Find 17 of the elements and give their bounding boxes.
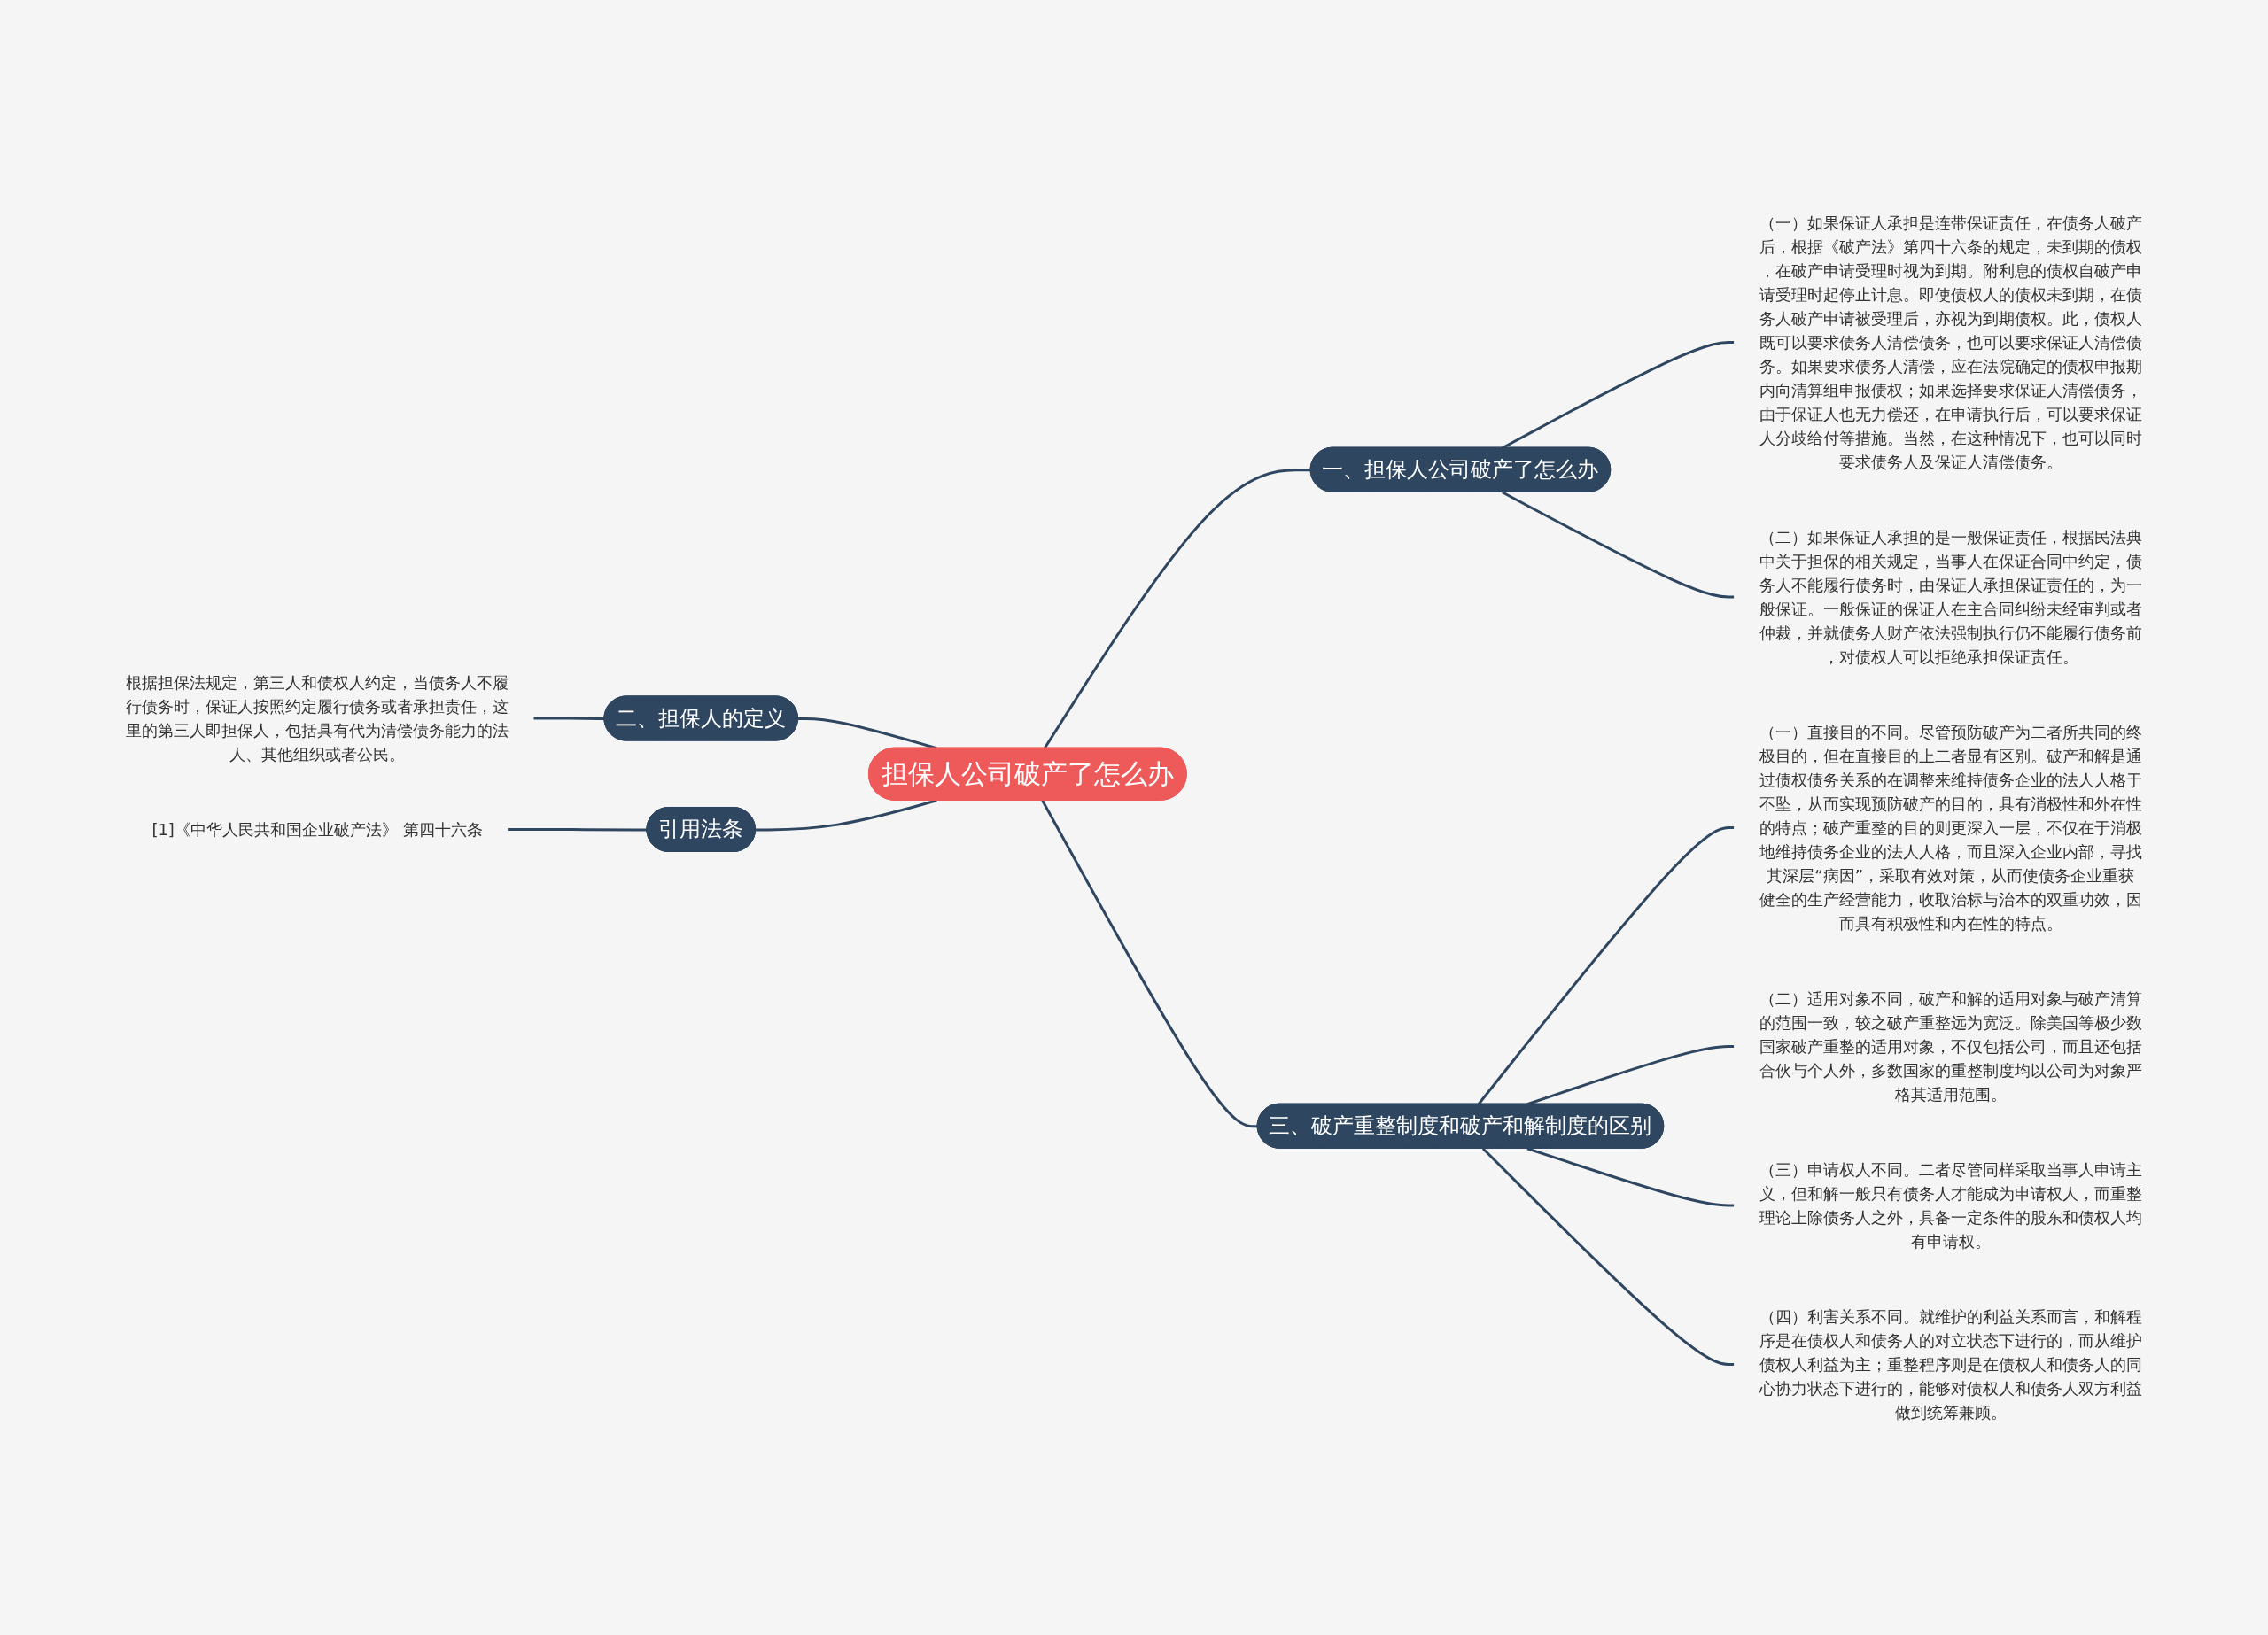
node-text: （四）利害关系不同。就维护的利益关系而言，和解程序是在债权人和债务人的对立状态下进行的，而从维护债权人利益为主；重整程序则是在债权人和债务人的同心协力状态下进行的，能够对债权人和债务人双方利益做到统筹兼顾。 — [1759, 1306, 2142, 1422]
node-text: [1]《中华人民共和国企业破产法》 第四十六条 — [151, 819, 483, 839]
connector — [1482, 1147, 1735, 1366]
connector — [1044, 469, 1311, 749]
node-text: （三）申请权人不同。二者尽管同样采取当事人申请主义，但和解一般只有债务人才能成为申请权人，而重整理论上除债务人之外，具备一定条件的股东和债权人均有申请权。 — [1759, 1159, 2142, 1251]
connector — [756, 799, 937, 832]
connector — [507, 828, 648, 832]
node-text: （二）如果保证人承担的是一般保证责任，根据民法典中关于担保的相关规定，当事人在保证合同中约定，债务人不能履行债务时，由保证人承担保证责任的，为一般保证。一般保证的保证人在主合同纠纷未经审判或者仲裁，并就债务人财产依法强制执行仍不能履行债务前，对债权人可以拒绝承担保证责任。 — [1759, 528, 2142, 666]
node-text: （一）如果保证人承担是连带保证责任，在债务人破产后，根据《破产法》第四十六条的规定，未到期的债权，在破产申请受理时视为到期。附利息的债权自破产申请受理时起停止计息。即使债权人的债权未到期，在债务人破产申请被受理后，亦视为到期债权。此，债权人既可以要求债务人清偿债务，也可以要求保证人清偿债务。如果要求债务人清偿，应在法院确定的债权申报期内向清算组申报债权；如果选择要求保证人清偿债务，由于保证人也无力偿还，在申请执行后，可以要求保证人分歧给付等措施。当然，在这种情况下，也可以同时要求债务人及保证人清偿债务。 — [1759, 213, 2142, 471]
connector — [1477, 826, 1735, 1105]
node-text: （一）直接目的不同。尽管预防破产为二者所共同的终极目的，但在直接目的上二者显有区别。破产和解是通过债权债务关系的在调整来维持债务企业的法人人格于不坠，从而实现预防破产的目的，具有消极性和外在性的特点；破产重整的目的则更深入一层，不仅在于消极地维持债务企业的法人人格，而且深入企业内部，寻找其深层“病因”，采取有效对策，从而使债务企业重获健全的生产经营能力，收取治标与治本的双重功效，因而具有积极性和内在性的特点。 — [1759, 722, 2142, 933]
connector — [1502, 491, 1735, 599]
connector — [1041, 800, 1258, 1128]
connector — [1526, 1147, 1735, 1207]
node-text: 根据担保法规定，第三人和债权人约定，当债务人不履行债务时，保证人按照约定履行债务或者承担责任，这里的第三人即担保人，包括具有代为清偿债务能力的法人、其他组织或者公民。 — [126, 672, 509, 763]
connector — [533, 717, 605, 720]
node-text: （二）适用对象不同，破产和解的适用对象与破产清算的范围一致，较之破产重整远为宽泛。除美国等极少数国家破产重整的适用对象，不仅包括公司，而且还包括合伙与个人外，多数国家的重整制度均以公司为对象严格其适用范围。 — [1759, 988, 2142, 1104]
